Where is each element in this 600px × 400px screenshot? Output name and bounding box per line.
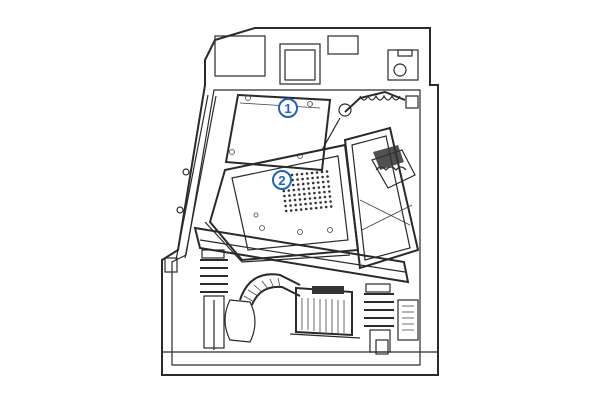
vent-hole xyxy=(324,205,328,209)
vent-hole xyxy=(315,171,319,174)
vent-hole xyxy=(301,177,304,181)
vent-hole xyxy=(292,188,296,192)
vent-hole xyxy=(290,173,294,177)
vent-hole xyxy=(308,197,312,200)
vent-hole xyxy=(299,208,303,211)
vent-hole xyxy=(316,181,320,184)
vent-hole xyxy=(303,192,306,196)
vent-hole xyxy=(293,193,296,197)
vent-hole xyxy=(291,183,295,187)
vent-hole xyxy=(305,172,309,175)
support-beam xyxy=(193,226,410,284)
vent-hole xyxy=(306,177,309,180)
motor xyxy=(289,286,361,339)
vent-hole xyxy=(284,204,287,208)
vent-hole xyxy=(294,203,297,207)
vent-hole xyxy=(313,191,316,195)
vent-hole xyxy=(288,194,291,197)
vent-hole xyxy=(283,194,286,198)
vent-hole xyxy=(312,186,316,190)
vent-hole xyxy=(319,206,323,209)
vent-hole xyxy=(300,172,304,176)
vent-hole xyxy=(283,199,287,203)
vent-hole xyxy=(321,180,325,184)
vent-hole xyxy=(289,209,293,212)
top-compartment xyxy=(214,35,419,85)
vent-hole xyxy=(310,171,314,175)
vent-hole xyxy=(313,196,317,200)
vent-hole xyxy=(317,186,321,189)
vent-hole xyxy=(325,170,329,173)
vent-hole xyxy=(321,175,324,179)
vent-hole xyxy=(329,200,332,203)
vent-hole xyxy=(327,185,331,188)
vent-hole xyxy=(314,206,318,210)
vent-hole xyxy=(302,187,306,191)
right-tilt-assembly xyxy=(343,126,420,270)
vent-hole xyxy=(314,201,317,205)
right-bracket xyxy=(397,299,419,341)
vent-hole xyxy=(318,196,322,199)
vent-hole xyxy=(296,178,299,181)
vent-hole xyxy=(303,197,307,201)
vent-hole xyxy=(301,182,305,186)
vent-hole xyxy=(288,199,292,202)
vent-hole xyxy=(318,191,321,194)
vent-hole xyxy=(296,183,300,186)
callout-2: 2 xyxy=(272,170,292,190)
vent-hole xyxy=(304,202,307,206)
vent-hole xyxy=(294,208,298,212)
vent-hole xyxy=(311,176,314,180)
vent-hole xyxy=(306,182,310,185)
vent-hole xyxy=(298,193,301,196)
vent-hole xyxy=(316,176,319,179)
vent-hole xyxy=(320,170,324,174)
vent-hole xyxy=(326,175,329,178)
vent-hole xyxy=(293,198,297,202)
callout-2-label: 2 xyxy=(278,173,285,188)
callout-1: 1 xyxy=(278,98,298,118)
vent-hole xyxy=(309,207,313,210)
vent-hole xyxy=(284,209,288,213)
vent-hole xyxy=(297,188,301,191)
vent-hole xyxy=(298,198,302,201)
vent-hole xyxy=(328,190,331,193)
vent-hole xyxy=(328,195,332,198)
vent-hole xyxy=(323,190,326,194)
left-spring xyxy=(200,249,228,350)
vent-hole xyxy=(309,202,312,205)
vent-hole xyxy=(308,192,311,195)
upper-right-spring xyxy=(321,90,419,151)
right-spring xyxy=(364,283,394,355)
callout-1-label: 1 xyxy=(284,101,291,116)
vent-hole xyxy=(329,205,333,208)
left-frame-rails xyxy=(164,94,217,273)
vent-hole xyxy=(289,204,292,207)
vent-hole xyxy=(322,185,326,189)
vent-hole xyxy=(287,189,291,192)
vent-hole xyxy=(307,187,311,190)
vent-hole xyxy=(324,200,327,204)
vent-hole xyxy=(304,207,308,211)
flex-hose xyxy=(224,273,301,343)
vent-hole xyxy=(323,195,327,199)
vent-hole xyxy=(295,173,299,176)
vent-hole xyxy=(299,203,302,206)
vent-hole xyxy=(319,201,322,204)
vent-hole xyxy=(326,180,330,183)
vent-hole xyxy=(311,181,315,185)
vent-hole xyxy=(282,189,286,193)
